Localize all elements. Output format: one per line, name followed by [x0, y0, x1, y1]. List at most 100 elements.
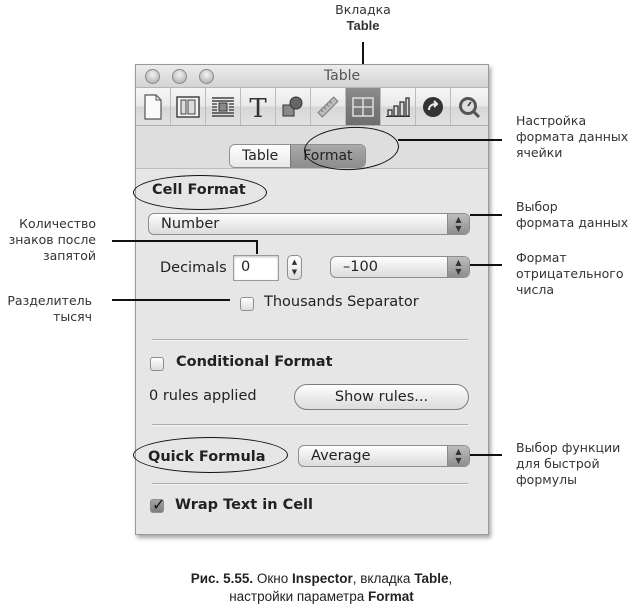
conditional-format-label: Conditional Format — [176, 354, 333, 370]
negative-format-value: –100 — [343, 259, 378, 275]
separator — [152, 424, 468, 426]
quick-formula-value: Average — [311, 448, 371, 464]
highlight-cell-format — [133, 175, 267, 210]
popup-arrows-icon: ▲▼ — [447, 257, 469, 277]
caption-text: настройки параметра — [229, 589, 368, 604]
zoom-button[interactable] — [199, 69, 214, 84]
callout-text: Формат — [516, 250, 567, 265]
checkmark-icon: ✓ — [152, 495, 166, 514]
callout-line — [256, 240, 258, 254]
link-arrow-icon — [423, 96, 443, 117]
callout-text: формата данных — [516, 215, 629, 230]
bar-chart-icon — [386, 96, 410, 117]
minimize-button[interactable] — [172, 69, 187, 84]
conditional-format-checkbox[interactable] — [150, 357, 164, 371]
callout-text: Настройка — [516, 113, 587, 128]
callout-text-bold: Table — [346, 18, 380, 33]
wrap-text-checkbox[interactable]: ✓ — [150, 495, 165, 514]
callout-text: числа — [516, 282, 555, 297]
callout-thousands: Разделитель тысяч — [0, 293, 92, 325]
caption-text: , — [448, 571, 453, 586]
show-rules-label: Show rules... — [334, 389, 429, 405]
segment-area: Table Format — [136, 126, 488, 169]
toolbar-link[interactable] — [416, 88, 451, 125]
callout-text: для быстрой — [516, 456, 600, 471]
callout-line — [112, 299, 230, 301]
toolbar-metrics[interactable] — [311, 88, 346, 125]
show-rules-button[interactable]: Show rules... — [294, 384, 469, 410]
decimals-stepper[interactable]: ▲▼ — [287, 255, 302, 280]
rules-applied-text: 0 rules applied — [149, 388, 257, 404]
text-icon: T — [249, 94, 267, 120]
negative-format-popup[interactable]: –100 ▲▼ — [330, 256, 470, 278]
toolbar-document[interactable] — [136, 88, 171, 125]
callout-text: формулы — [516, 472, 577, 487]
caption-text: , вкладка — [352, 571, 415, 586]
separator — [152, 339, 468, 341]
svg-text:T: T — [249, 94, 267, 120]
stepper-down-icon: ▼ — [291, 268, 298, 276]
figure-caption: Рис. 5.55. Окно Inspector, вкладка Table… — [0, 570, 643, 606]
thousands-separator-label: Thousands Separator — [264, 294, 419, 310]
segmented-control: Table Format — [229, 144, 366, 168]
callout-line — [470, 214, 502, 216]
separator — [152, 483, 468, 485]
callout-quick-formula: Выбор функции для быстрой формулы — [516, 440, 620, 488]
callout-line — [470, 264, 502, 266]
popup-arrows-icon: ▲▼ — [447, 214, 469, 234]
toolbar-layout[interactable] — [171, 88, 206, 125]
toolbar-quicktime[interactable] — [451, 88, 486, 125]
quick-formula-popup[interactable]: Average ▲▼ — [298, 445, 470, 467]
callout-text: Разделитель — [7, 293, 92, 308]
tab-format[interactable]: Format — [290, 145, 365, 167]
number-format-popup[interactable]: Number ▲▼ — [148, 213, 470, 235]
tab-table[interactable]: Table — [230, 145, 291, 167]
quicktime-icon — [458, 96, 480, 118]
wrap-icon — [212, 96, 234, 117]
callout-table-tab: Вкладка Table — [323, 2, 403, 34]
title-bar[interactable]: Table — [136, 65, 488, 88]
ruler-icon — [317, 95, 339, 118]
toolbar-graphic[interactable] — [276, 88, 311, 125]
callout-text: Выбор — [516, 199, 558, 214]
popup-arrows-icon: ▲▼ — [447, 446, 469, 466]
callout-text: запятой — [42, 248, 96, 263]
inspector-toolbar: T — [136, 88, 488, 126]
callout-text: Вкладка — [335, 2, 391, 17]
decimals-input[interactable]: 0 — [233, 255, 279, 281]
toolbar-table[interactable] — [346, 88, 381, 125]
callout-cell-format-setting: Настройка формата данных ячейки — [516, 113, 628, 161]
decimals-label: Decimals — [160, 260, 227, 276]
callout-data-format: Выбор формата данных — [516, 199, 628, 231]
table-grid-icon — [352, 96, 374, 117]
callout-text: тысяч — [53, 309, 92, 324]
highlight-quick-formula — [133, 437, 288, 473]
callout-text: ячейки — [516, 145, 563, 160]
layout-icon — [176, 95, 200, 118]
callout-decimals: Количество знаков после запятой — [0, 216, 96, 264]
caption-bold: Format — [368, 589, 414, 604]
callout-line — [398, 139, 502, 141]
toolbar-chart[interactable] — [381, 88, 416, 125]
callout-line — [470, 454, 502, 456]
thousands-separator-checkbox[interactable] — [240, 297, 254, 311]
caption-bold: Table — [414, 571, 449, 586]
close-button[interactable] — [145, 69, 160, 84]
wrap-text-label: Wrap Text in Cell — [175, 497, 313, 513]
toolbar-wrap[interactable] — [206, 88, 241, 125]
caption-text: Окно — [253, 571, 292, 586]
window-title: Table — [323, 68, 361, 84]
figure-number: Рис. 5.55. — [190, 571, 254, 586]
callout-text: формата данных — [516, 129, 629, 144]
callout-negative-format: Формат отрицательного числа — [516, 250, 624, 298]
toolbar-text[interactable]: T — [241, 88, 276, 125]
caption-bold: Inspector — [291, 571, 353, 586]
graphic-icon — [282, 96, 303, 116]
number-format-value: Number — [161, 216, 220, 232]
callout-text: знаков после — [8, 232, 96, 247]
decimals-value: 0 — [241, 259, 251, 275]
document-icon — [144, 93, 162, 120]
stepper-up-icon: ▲ — [291, 258, 298, 266]
callout-text: Выбор функции — [516, 440, 621, 455]
callout-text: отрицательного — [516, 266, 624, 281]
